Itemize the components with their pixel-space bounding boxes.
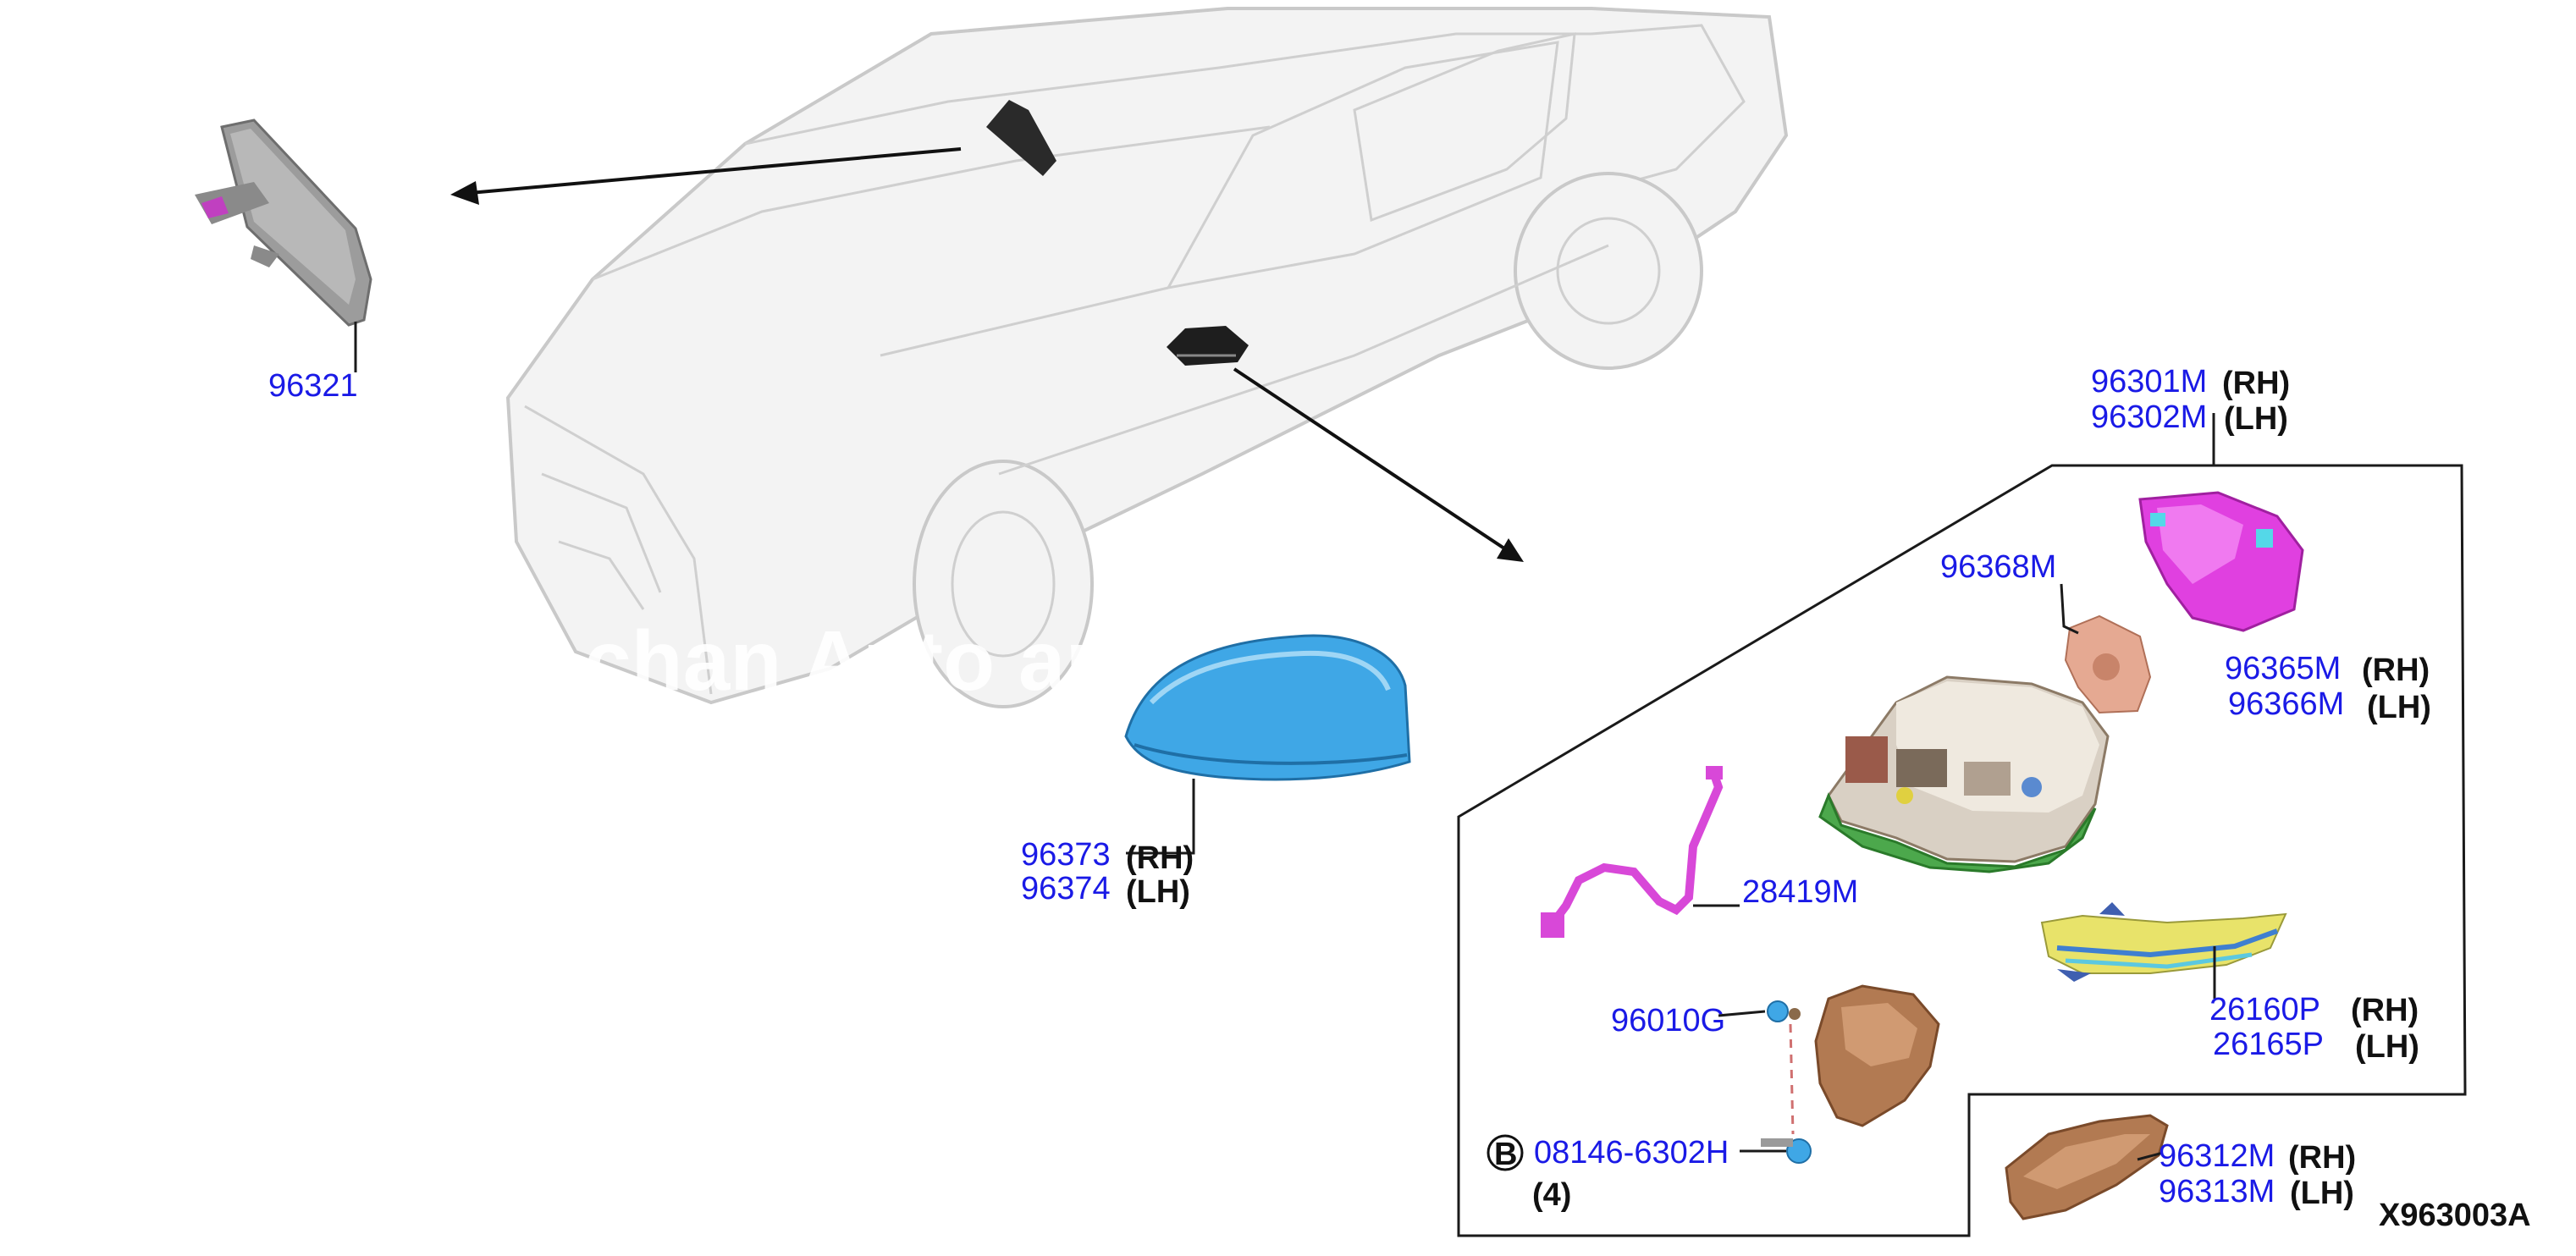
glass-holder-illustration [2064,614,2152,714]
turn-lamp-illustration [2040,902,2287,982]
watermark-text: chan Auto arts [584,614,1173,708]
part-label-96373[interactable]: 96373 [1021,837,1111,873]
part-label-96312M[interactable]: 96312M [2159,1138,2275,1174]
leader-glass-holder [2060,583,2079,635]
part-label-96368M[interactable]: 96368M [1940,549,2056,585]
marker-b-text: B [1494,1137,1517,1172]
part-label-28419M[interactable]: 28419M [1742,874,1858,910]
assembly-guide-line [1789,1023,1795,1135]
clip-illustration [1767,1000,1801,1022]
side-label-96302M: (LH) [2224,401,2288,437]
leader-mirror-cover [1126,779,1195,855]
mirror-cover-illustration [1124,634,1411,781]
vehicle-outline [505,7,1789,708]
diagram-code: X963003A [2379,1198,2531,1233]
screw-illustration [1761,1138,1812,1164]
side-label-96366M: (LH) [2367,690,2431,725]
side-label-26165P: (LH) [2355,1029,2419,1065]
quantity-label-screw: (4) [1532,1177,1571,1213]
arrow-to-rear-view-mirror [450,147,962,205]
part-label-26160P[interactable]: 26160P [2209,992,2320,1027]
mirror-indicator-interior-icon [986,100,1056,176]
mirror-glass-illustration [2138,491,2304,632]
mirror-indicator-door-icon [1167,326,1249,366]
part-label-96366M[interactable]: 96366M [2228,686,2344,722]
mirror-body-illustration [1818,675,2110,873]
part-label-96321[interactable]: 96321 [268,368,358,404]
part-label-26165P[interactable]: 26165P [2213,1027,2324,1062]
part-label-96374[interactable]: 96374 [1021,871,1111,906]
arrow-to-door-mirror [1233,367,1524,562]
side-label-96374: (LH) [1126,874,1190,910]
part-label-96302M[interactable]: 96302M [2091,399,2207,435]
side-label-26160P: (RH) [2351,993,2419,1028]
side-label-96365M: (RH) [2362,653,2430,688]
side-label-96301M: (RH) [2222,366,2290,401]
rear-view-mirror-illustration [195,118,372,327]
screw-marker-b: B [1487,1134,1524,1172]
side-label-96373: (RH) [1126,840,1194,876]
leader-clip [1718,1010,1766,1017]
side-label-96313M: (LH) [2290,1176,2354,1211]
mirror-base-illustration [1814,984,1940,1127]
part-label-08146-6302H[interactable]: 08146-6302H [1534,1135,1729,1171]
part-label-96010G[interactable]: 96010G [1611,1003,1725,1038]
leader-lower-cover [2137,1151,2164,1161]
lower-cover-illustration [2005,1114,2169,1220]
part-label-96301M[interactable]: 96301M [2091,364,2207,399]
part-label-96365M[interactable]: 96365M [2225,651,2341,686]
side-label-96312M: (RH) [2288,1140,2356,1176]
part-label-96313M[interactable]: 96313M [2159,1174,2275,1209]
exploded-view-frame [1457,464,2467,1237]
harness-illustration [1541,766,1724,938]
